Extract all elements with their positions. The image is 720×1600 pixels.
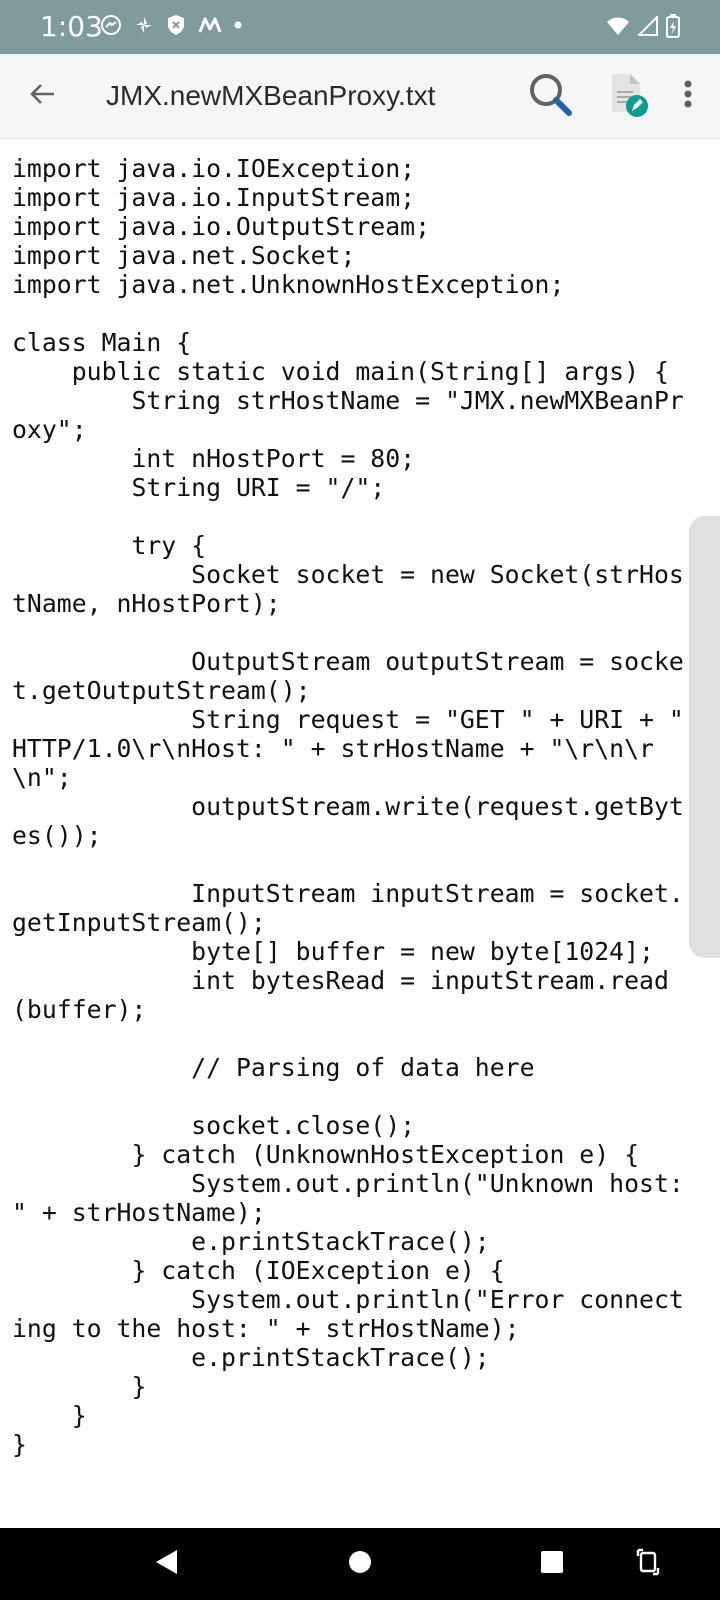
document-view[interactable]: import java.io.IOException; import java.…	[0, 140, 720, 1528]
dot-icon	[234, 21, 242, 29]
app-bar: JMX.newMXBeanProxy.txt	[0, 54, 720, 139]
home-circle-icon	[347, 1549, 373, 1580]
nav-recents-button[interactable]	[532, 1544, 572, 1584]
more-options-button[interactable]	[668, 70, 708, 122]
battery-charging-icon	[666, 14, 680, 38]
nav-back-button[interactable]	[146, 1544, 186, 1584]
more-vert-icon	[683, 79, 693, 114]
back-triangle-icon	[153, 1548, 179, 1581]
m-logo-icon	[198, 16, 222, 34]
pinwheel-icon	[134, 15, 154, 35]
status-bar: 1:03	[0, 0, 720, 54]
document-text: import java.io.IOException; import java.…	[12, 154, 684, 1459]
rotate-button[interactable]	[628, 1544, 668, 1584]
rotate-icon	[635, 1547, 661, 1582]
signal-icon	[638, 16, 658, 36]
status-time: 1:03	[40, 10, 103, 43]
messenger-icon	[100, 14, 122, 36]
nav-home-button[interactable]	[340, 1544, 380, 1584]
wifi-icon	[606, 16, 630, 36]
recents-square-icon	[540, 1550, 564, 1579]
file-title: JMX.newMXBeanProxy.txt	[106, 80, 436, 111]
scrollbar-thumb[interactable]	[689, 516, 720, 958]
search-icon	[527, 71, 573, 122]
edit-document-button[interactable]	[602, 70, 654, 122]
notification-icons	[100, 14, 242, 36]
back-button[interactable]	[18, 72, 66, 120]
back-arrow-icon	[28, 80, 56, 113]
search-button[interactable]	[524, 70, 576, 122]
edit-document-icon	[606, 70, 650, 123]
navigation-bar	[0, 1528, 720, 1600]
system-status-icons	[606, 14, 680, 38]
shield-icon	[166, 14, 186, 36]
